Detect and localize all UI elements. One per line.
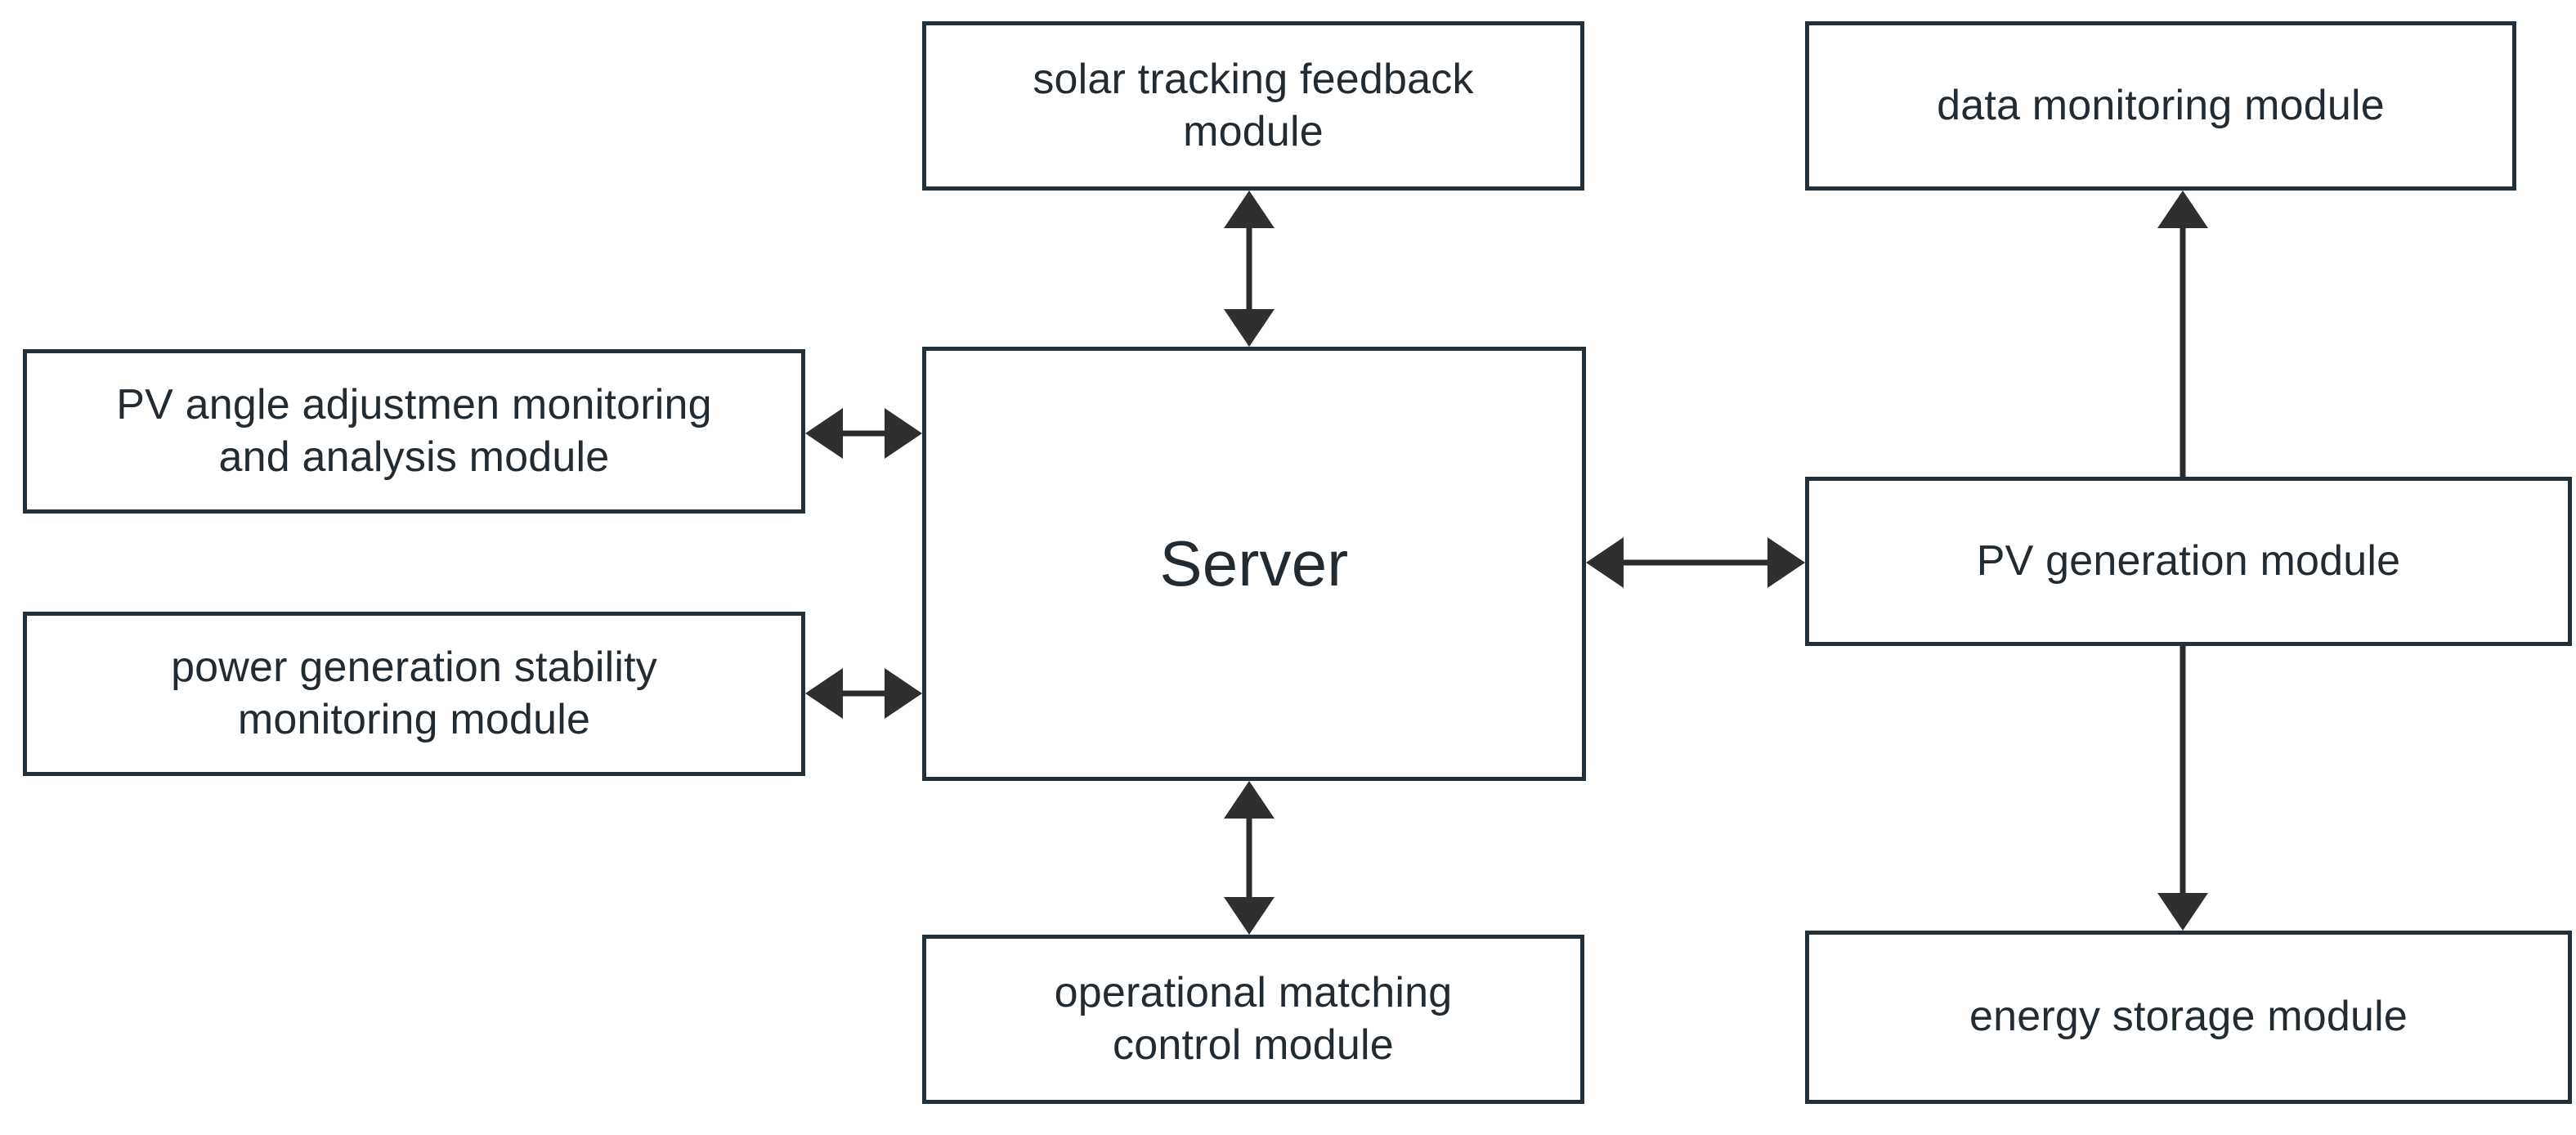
node-label-pv-generation-module: PV generation module <box>1976 536 2401 585</box>
node-label-data-monitoring-module: data monitoring module <box>1937 81 2385 129</box>
node-data-monitoring-module[interactable]: data monitoring module <box>1805 21 2516 191</box>
node-server[interactable]: Server <box>922 347 1586 781</box>
node-pv-generation-module[interactable]: PV generation module <box>1805 477 2572 646</box>
connector-pv-generation-to-data-monitoring <box>2157 191 2208 477</box>
node-operational-matching-control-module[interactable]: operational matching control module <box>922 935 1584 1104</box>
node-label-pv-angle-adjustment-monitoring-and-analysis-module: PV angle adjustmen monitoring and analys… <box>116 381 712 481</box>
node-power-generation-stability-monitoring-module[interactable]: power generation stability monitoring mo… <box>23 612 805 776</box>
node-energy-storage-module[interactable]: energy storage module <box>1805 931 2572 1104</box>
node-label-operational-matching-control-module: operational matching control module <box>1054 969 1453 1069</box>
node-label-power-generation-stability-monitoring-module: power generation stability monitoring mo… <box>171 644 657 743</box>
node-label-server: Server <box>1159 527 1349 599</box>
connector-server-to-operational-matching-control <box>1224 781 1275 935</box>
node-label-solar-tracking-feedback-module: solar tracking feedback module <box>1033 56 1474 155</box>
connector-pv-generation-to-energy-storage <box>2157 646 2208 931</box>
node-solar-tracking-feedback-module[interactable]: solar tracking feedback module <box>922 21 1584 191</box>
node-pv-angle-adjustment-monitoring-and-analysis-module[interactable]: PV angle adjustmen monitoring and analys… <box>23 349 805 514</box>
connector-server-to-pv-generation <box>1586 537 1805 588</box>
connector-pv-angle-adjustment-to-server <box>805 408 922 459</box>
connector-power-generation-stability-to-server <box>805 668 922 719</box>
connector-solar-tracking-feedback-to-server <box>1224 191 1275 347</box>
node-label-energy-storage-module: energy storage module <box>1969 993 2408 1041</box>
